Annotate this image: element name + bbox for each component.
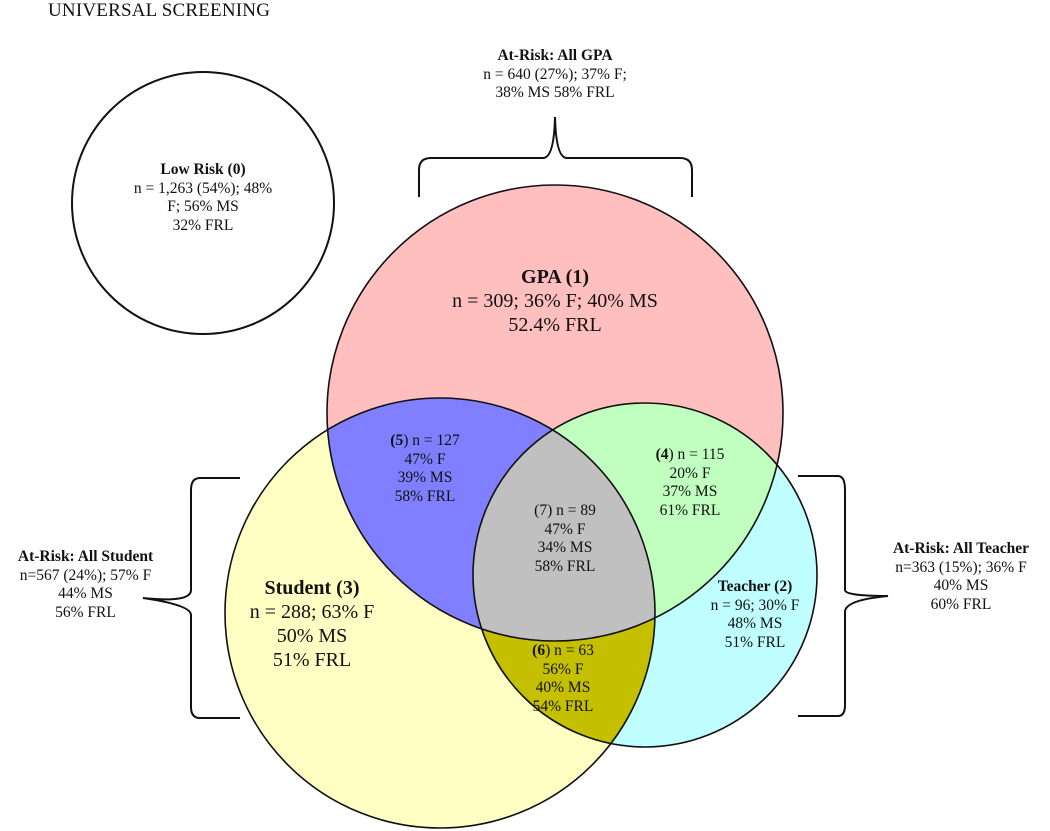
gpa-teacher-number: 4: [660, 446, 669, 463]
gpa-teacher-open: (: [655, 446, 661, 463]
gpa-student-count: ) n = 127: [403, 432, 460, 449]
student-teacher-line: 54% FRL: [532, 697, 594, 715]
gpa-number: 1: [572, 266, 583, 288]
at-risk-teacher-label: At-Risk: All Teacher n=363 (15%); 36% F …: [872, 540, 1050, 614]
at-risk-gpa-line: n = 640 (27%); 37% F;: [483, 65, 627, 83]
gpa-heading-close: ): [582, 266, 589, 288]
gpa-heading: GPA (: [521, 266, 573, 288]
gpa-brace: [418, 116, 693, 197]
student-heading: Student (: [264, 577, 343, 599]
at-risk-teacher-heading: At-Risk: All Teacher: [892, 540, 1030, 557]
teacher-heading: Teacher (: [717, 578, 780, 595]
at-risk-gpa-label: At-Risk: All GPA n = 640 (27%); 37% F; 3…: [455, 47, 655, 103]
low-risk-heading-close: ): [240, 161, 246, 178]
at-risk-student-heading: At-Risk: All Student: [17, 548, 154, 565]
gpa-student-number: 5: [395, 432, 404, 449]
student-number: 3: [342, 577, 353, 599]
all-three-line: 58% FRL: [534, 557, 596, 575]
gpa-line: n = 309; 36% F; 40% MS: [452, 290, 658, 312]
all-three-line: 34% MS: [537, 539, 593, 557]
at-risk-student-line: 44% MS: [58, 585, 113, 603]
student-line: 51% FRL: [272, 649, 352, 671]
low-risk-heading: Low Risk (: [160, 161, 233, 178]
at-risk-gpa-line: 38% MS 58% FRL: [495, 84, 615, 102]
gpa-student-label: (5) n = 127 47% F 39% MS 58% FRL: [355, 432, 495, 506]
gpa-student-line: 58% FRL: [394, 487, 456, 505]
all-three-label: (7) n = 89 47% F 34% MS 58% FRL: [495, 502, 635, 576]
at-risk-teacher-line: 40% MS: [933, 577, 989, 595]
student-teacher-line: 40% MS: [535, 679, 591, 697]
gpa-teacher-count: ) n = 115: [668, 446, 725, 463]
low-risk-number: 0: [232, 161, 241, 178]
student-label: Student (3) n = 288; 63% F 50% MS 51% FR…: [222, 576, 402, 672]
teacher-line: 51% FRL: [724, 633, 786, 651]
all-three-number: 7: [539, 502, 548, 519]
gpa-student-line: 47% F: [404, 450, 446, 468]
at-risk-student-line: n=567 (24%); 57% F: [19, 566, 152, 584]
gpa-teacher-label: (4) n = 115 20% F 37% MS 61% FRL: [620, 446, 760, 520]
student-teacher-open: (: [532, 642, 538, 659]
student-teacher-number: 6: [537, 642, 546, 659]
teacher-label: Teacher (2) n = 96; 30% F 48% MS 51% FRL: [680, 578, 830, 652]
gpa-outline: [326, 184, 784, 642]
all-three-region: [473, 403, 655, 641]
all-three-count: ) n = 89: [547, 502, 596, 519]
teacher-outline: [472, 402, 818, 748]
low-risk-line: 32% FRL: [172, 216, 234, 234]
gpa-teacher-line: 61% FRL: [659, 501, 721, 519]
at-risk-student-label: At-Risk: All Student n=567 (24%); 57% F …: [0, 548, 173, 622]
teacher-line: 48% MS: [727, 615, 783, 633]
at-risk-student-line: 56% FRL: [55, 603, 116, 621]
student-outline: [224, 397, 656, 829]
student-teacher-line: 56% F: [542, 660, 584, 678]
gpa-label: GPA (1) n = 309; 36% F; 40% MS 52.4% FRL: [405, 265, 705, 337]
student-line: n = 288; 63% F: [249, 601, 375, 623]
teacher-brace: [798, 475, 889, 717]
at-risk-teacher-line: 60% FRL: [930, 595, 992, 613]
gpa-teacher-line: 20% F: [669, 464, 711, 482]
gpa-teacher-line: 37% MS: [662, 483, 718, 501]
student-heading-close: ): [352, 577, 360, 599]
all-three-line: 47% F: [544, 520, 586, 538]
student-teacher-label: (6) n = 63 56% F 40% MS 54% FRL: [498, 642, 628, 716]
teacher-number: 2: [779, 578, 788, 595]
low-risk-circle: [71, 71, 335, 335]
low-risk-label: Low Risk (0) n = 1,263 (54%); 48% F; 56%…: [103, 161, 303, 235]
student-teacher-count: ) n = 63: [545, 642, 594, 659]
all-three-open: (: [534, 502, 540, 519]
at-risk-teacher-line: n=363 (15%); 36% F: [895, 558, 1027, 576]
gpa-student-open: (: [390, 432, 396, 449]
gpa-line: 52.4% FRL: [508, 314, 602, 336]
at-risk-gpa-heading: At-Risk: All GPA: [497, 47, 613, 64]
student-brace: [142, 477, 240, 719]
teacher-line: n = 96; 30% F: [710, 596, 800, 614]
low-risk-line: n = 1,263 (54%); 48%: [133, 179, 273, 197]
diagram-title: UNIVERSAL SCREENING: [48, 0, 271, 21]
low-risk-line: F; 56% MS: [167, 198, 239, 216]
teacher-heading-close: ): [787, 578, 793, 595]
student-line: 50% MS: [276, 625, 348, 647]
gpa-student-line: 39% MS: [397, 469, 453, 487]
